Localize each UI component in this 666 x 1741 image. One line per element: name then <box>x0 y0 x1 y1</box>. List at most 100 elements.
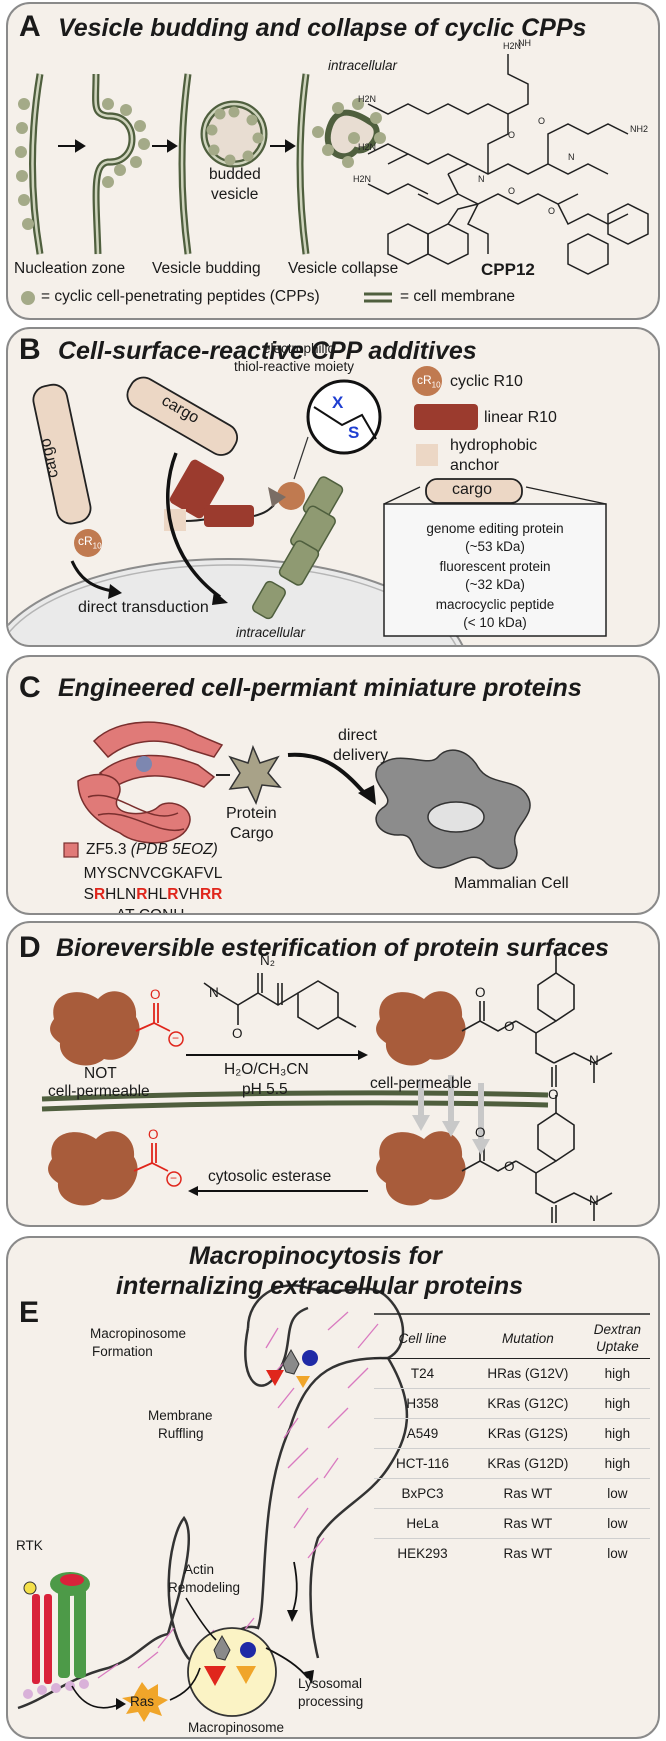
cup-star <box>282 1348 300 1375</box>
svg-text:H2N: H2N <box>503 41 521 51</box>
table-cell-uptake: high <box>584 1448 650 1479</box>
table-cell-line: H358 <box>374 1388 471 1419</box>
ras-label: Ras <box>130 1694 155 1709</box>
n-label-2: N <box>589 1053 599 1068</box>
cargo-item-3b: (< 10 kDa) <box>463 615 527 630</box>
legend-cyclic-label: cyclic R10 <box>450 373 523 390</box>
panel-c-letter: C <box>19 671 41 704</box>
ras-star <box>122 1682 168 1722</box>
table-cell-line: HEK293 <box>397 1546 448 1561</box>
actin-2: Remodeling <box>168 1580 241 1595</box>
svg-text:H2N: H2N <box>358 94 376 104</box>
o-label-6: O <box>148 1127 159 1142</box>
protein-cargo-star <box>228 744 282 805</box>
rtk-receptor <box>23 1572 90 1684</box>
membrane-legend-icon <box>364 292 392 303</box>
legend-membrane: = cell membrane <box>400 288 516 305</box>
svg-text:NH: NH <box>518 38 531 48</box>
table-cell-mutation: Ras WT <box>470 1508 585 1539</box>
panel-c-graphic <box>63 721 531 870</box>
legend-cr10-text: cR10 <box>417 373 441 390</box>
macro-formation-2: Formation <box>92 1344 153 1359</box>
zf53-label: ZF5.3 (PDB 5EOZ) <box>86 841 218 858</box>
legend-cyclic-icon <box>412 366 442 396</box>
panel-d-graphic <box>41 955 613 1223</box>
table-cell-line: HeLa <box>374 1508 471 1539</box>
stage-nucleation: Nucleation zone <box>14 260 126 277</box>
direct-delivery-2: delivery <box>333 747 389 764</box>
not-permeable-1: NOT <box>84 1065 117 1082</box>
actin-1: Actin <box>184 1562 215 1577</box>
o-label-5: O <box>548 1087 559 1102</box>
mammalian-cell-label: Mammalian Cell <box>454 875 569 892</box>
stage-collapse: Vesicle collapse <box>288 260 399 277</box>
o-label-3: O <box>475 985 486 1000</box>
panel-d-title: Bioreversible esterification of protein … <box>56 934 609 962</box>
nucleus <box>427 801 485 833</box>
panel-a-title: Vesicle budding and collapse of cyclic C… <box>58 14 587 42</box>
membrane-protein <box>252 476 344 620</box>
panel-e-letter: E <box>19 1296 40 1329</box>
cup-circle <box>302 1350 318 1366</box>
panel-e: E Macropinocytosis for internalizing ext… <box>6 1236 660 1739</box>
n-label: N <box>209 985 219 1000</box>
cargo-left <box>32 383 92 525</box>
cargo-item-1b: (~53 kDa) <box>465 539 525 554</box>
seq-arginine: R <box>136 886 148 903</box>
electrophile-label-1: electrophilic <box>263 341 335 356</box>
ruffling-1: Membrane <box>148 1408 213 1423</box>
lipid-dots <box>23 1679 89 1699</box>
table-cell-uptake: high <box>584 1388 650 1419</box>
zf53-protein <box>77 721 224 844</box>
legend-cpp: = cyclic cell-penetrating peptides (CPPs… <box>41 288 320 305</box>
panel-b: B Cell-surface-reactive CPP additives ca… <box>6 327 660 647</box>
o-label-4: O <box>504 1019 515 1034</box>
s-atom: S <box>348 423 360 442</box>
seq-arginine: R <box>167 886 179 903</box>
table-cell-mutation: Ras WT <box>470 1478 585 1509</box>
cargo-middle <box>126 376 239 456</box>
esterase-label: cytosolic esterase <box>208 1168 332 1185</box>
electrophile-label-2: thiol-reactive moiety <box>234 359 355 374</box>
cargo-item-3a: macrocyclic peptide <box>435 597 555 612</box>
panel-b-intracellular: intracellular <box>236 625 306 640</box>
seq-line-3: AT-CONH2 <box>58 905 248 913</box>
stage-budding: Vesicle budding <box>152 260 261 277</box>
legend-linear-label: linear R10 <box>484 409 557 426</box>
budded-label-line1: budded <box>209 166 261 183</box>
cpp12-label: CPP12 <box>481 260 535 279</box>
table-cell-mutation: HRas (G12V) <box>470 1358 585 1389</box>
linear-r10-block-2 <box>204 505 254 527</box>
table-cell-uptake: high <box>584 1358 650 1389</box>
legend-hydrophobic-icon <box>416 444 438 466</box>
legend-hydrophobic-label-2: anchor <box>450 457 499 474</box>
not-permeable-2: cell-permeable <box>48 1083 150 1100</box>
x-atom: X <box>332 393 344 412</box>
rtk-label: RTK <box>16 1538 43 1553</box>
n2-label: N₂ <box>260 953 275 968</box>
table-cell-line: BxPC3 <box>374 1478 471 1509</box>
table-cell-line: HCT-116 <box>374 1448 471 1479</box>
legend-hydrophobic-label-1: hydrophobic <box>450 437 538 454</box>
panel-b-graphic <box>8 366 607 645</box>
svg-text:NH2: NH2 <box>630 124 648 134</box>
svg-text:N: N <box>478 174 485 184</box>
table-cell-mutation: KRas (G12S) <box>470 1418 585 1449</box>
o-label-8: O <box>504 1159 515 1174</box>
panel-d: D Bioreversible esterification of protei… <box>6 921 660 1227</box>
table-cell-line: T24 <box>374 1358 471 1389</box>
panel-e-title-1: Macropinocytosis for <box>189 1242 442 1270</box>
cpp-legend-icon <box>21 291 35 305</box>
cpp-dots <box>15 98 386 230</box>
seq-segment: VH <box>178 886 200 903</box>
panel-c-title: Engineered cell-permiant miniature prote… <box>58 674 582 702</box>
macropinosome <box>187 1627 277 1717</box>
seq-arginine: R <box>93 886 106 903</box>
table-cell-mutation: KRas (G12D) <box>470 1448 585 1479</box>
